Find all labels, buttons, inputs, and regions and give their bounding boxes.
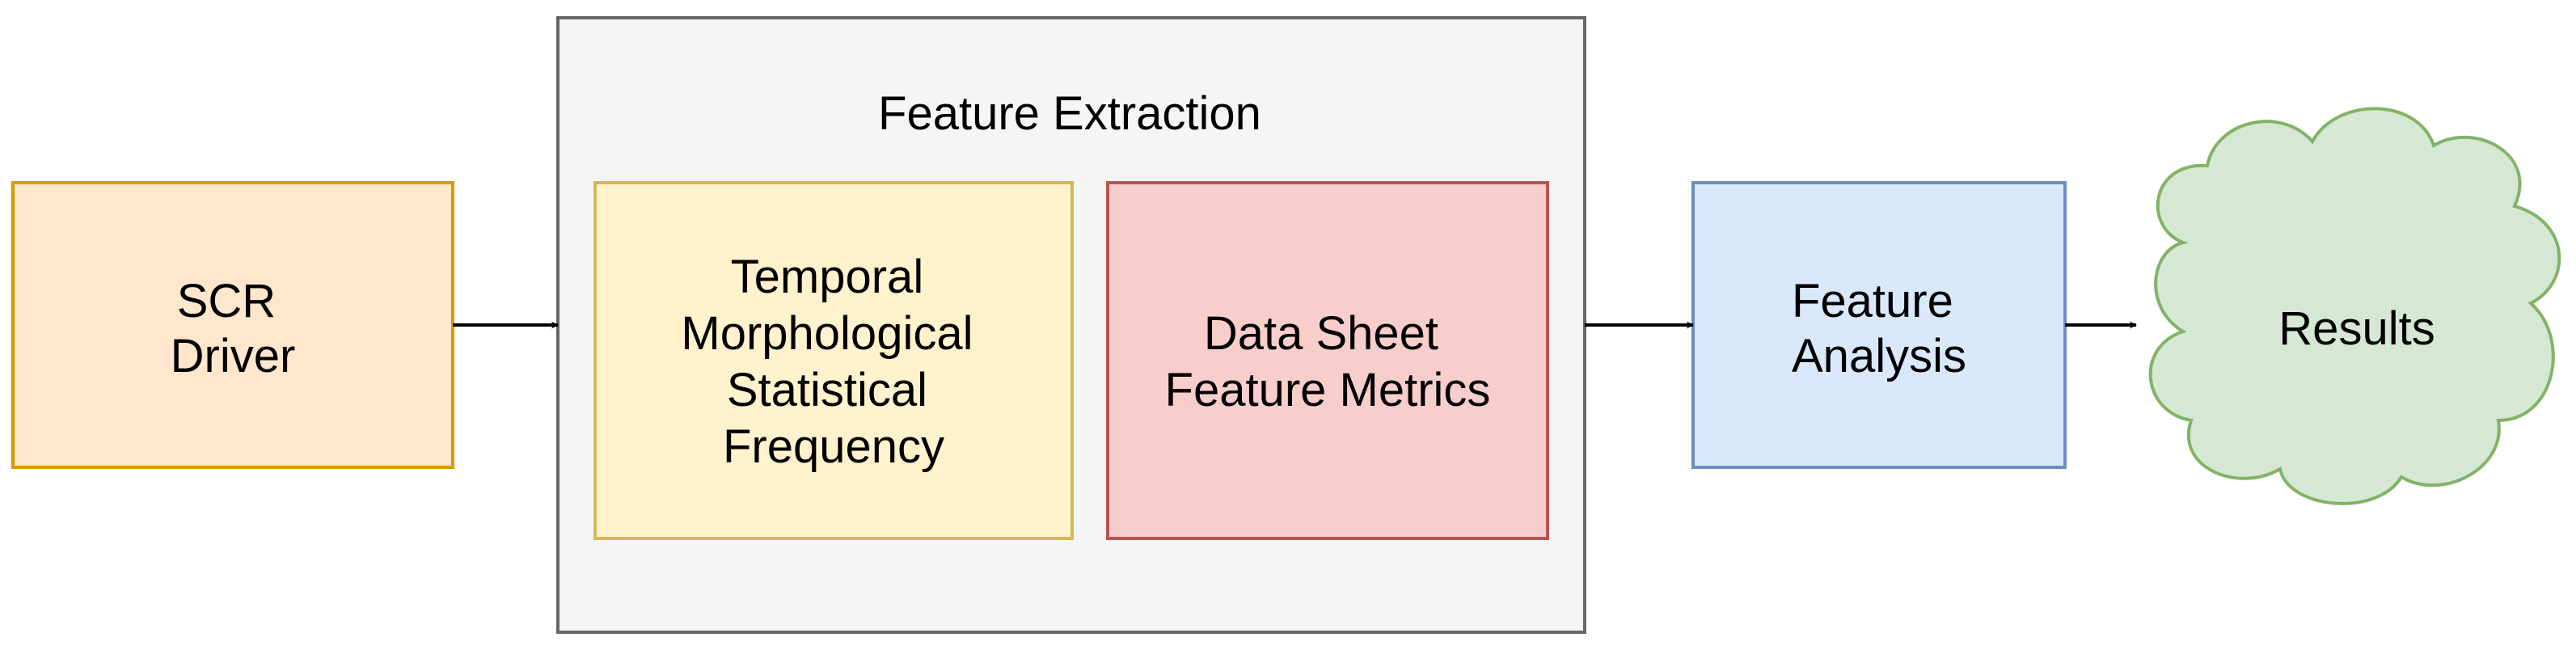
feature-analysis-line-2: Analysis (1792, 330, 1966, 382)
feature-extraction-title: Feature Extraction (878, 87, 1261, 140)
datasheet-metrics-label: Data Sheet Feature Metrics (1165, 307, 1491, 416)
feature-analysis-node: Feature Analysis (1691, 181, 2067, 469)
temporal-features-line-2: Morphological (681, 307, 973, 360)
temporal-features-line-3: Statistical (727, 364, 927, 416)
temporal-features-label: Temporal Morphological Statistical Frequ… (681, 251, 986, 473)
temporal-features-line-4: Frequency (723, 420, 944, 473)
feature-analysis-box (1691, 181, 2067, 469)
scr-driver-label-line-2: Driver (171, 330, 296, 382)
scr-driver-label: SCR Driver (171, 275, 296, 382)
results-node: Results (2148, 107, 2561, 505)
scr-driver-label-line-1: SCR (177, 275, 276, 327)
results-label: Results (2278, 302, 2435, 355)
results-cloud (2148, 107, 2561, 505)
temporal-features-box (593, 181, 1074, 540)
datasheet-metrics-line-1: Data Sheet (1204, 307, 1438, 360)
feature-extraction-group: Feature Extraction Temporal Morphologica… (556, 16, 1586, 634)
temporal-features-node: Temporal Morphological Statistical Frequ… (593, 181, 1074, 540)
scr-driver-node: SCR Driver (11, 181, 454, 469)
temporal-features-line-1: Temporal (731, 251, 924, 303)
scr-driver-box (11, 181, 454, 469)
datasheet-metrics-node: Data Sheet Feature Metrics (1106, 181, 1549, 540)
datasheet-metrics-box (1106, 181, 1549, 540)
feature-analysis-line-1: Feature (1792, 275, 1953, 327)
datasheet-metrics-line-2: Feature Metrics (1165, 364, 1491, 416)
feature-analysis-label: Feature Analysis (1792, 275, 1966, 382)
